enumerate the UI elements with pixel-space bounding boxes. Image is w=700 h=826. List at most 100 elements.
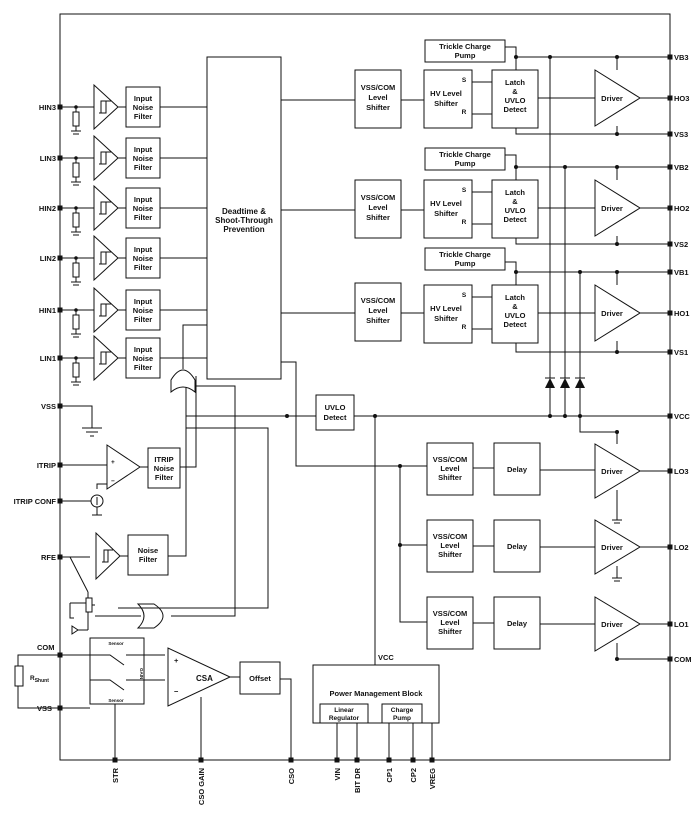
pull-down-resistor	[72, 314, 80, 330]
pin-label-vcc: VCC	[674, 412, 690, 421]
input-filter-label: Input	[134, 245, 153, 254]
driver-ho2	[594, 179, 641, 237]
pin-marker	[57, 205, 63, 211]
driver-lo1-label: Driver	[601, 620, 623, 629]
offset-label: Offset	[249, 674, 271, 683]
itrip-comparator	[106, 444, 141, 490]
sensor-top: Sensor	[108, 641, 124, 646]
driver-lo2	[594, 519, 641, 575]
pin-marker	[57, 403, 63, 409]
rfe-noise-filter	[127, 534, 169, 576]
ls-hs1-l3: Shifter	[366, 316, 390, 325]
lsl1-l2: Level	[440, 618, 459, 627]
uvlo-l2: Detect	[324, 413, 347, 422]
input-filter-label: Filter	[134, 112, 152, 121]
pin-label-ho2: HO2	[674, 204, 689, 213]
input-filter-label: Filter	[134, 263, 152, 272]
pin-label-hin2: HIN2	[39, 204, 56, 213]
rfe-transistor	[85, 597, 93, 613]
pin-marker	[667, 241, 673, 247]
itrip-f-l3: Filter	[155, 473, 173, 482]
pin-marker	[667, 621, 673, 627]
driver-lo1	[594, 596, 641, 652]
nf-l1: Noise	[138, 546, 158, 555]
hv2-r: R	[462, 219, 467, 226]
latch3-l2: &	[512, 87, 518, 96]
input-filter-label: Noise	[133, 354, 153, 363]
hv3-s: S	[462, 77, 467, 84]
pin-marker	[57, 705, 63, 711]
pin-marker	[288, 757, 294, 763]
csa-amplifier	[167, 647, 232, 707]
delay-lo2	[493, 519, 541, 573]
pin-marker	[410, 757, 416, 763]
pin-marker	[667, 164, 673, 170]
sense-switch-block	[89, 637, 145, 705]
latch2-l2: &	[512, 197, 518, 206]
input-filter-label: Noise	[133, 154, 153, 163]
gain-label: GAIN	[139, 668, 144, 679]
input-filter-label: Noise	[133, 103, 153, 112]
right-pins: VB3HO3VS3VB2HO2VS2VB1HO1VS1VCCLO3LO2LO1C…	[667, 53, 692, 664]
hv1-s: S	[462, 292, 467, 299]
latch2-l1: Latch	[505, 188, 525, 197]
tp2-l2: Pump	[455, 159, 476, 168]
tp1-l2: Pump	[455, 259, 476, 268]
protection-section: + − ITRIP Noise Filter Noise Filter	[60, 376, 269, 635]
high-side-channel-1: VSS/COM Level Shifter HV Level Shifter S…	[281, 247, 670, 354]
pin-marker	[354, 757, 360, 763]
low-side-channels: VSS/COM Level Shifter Delay Driver VSS/C…	[281, 361, 670, 661]
pin-label-vs3: VS3	[674, 130, 688, 139]
pin-label-str: STR	[111, 767, 120, 783]
pin-marker	[667, 131, 673, 137]
ls-hs3-l2: Level	[368, 93, 387, 102]
high-side-channel-3: VSS/COM Level Shifter HV Level Shifter S…	[281, 39, 670, 136]
itrip-noise-filter	[147, 447, 181, 489]
csa-minus: −	[174, 687, 179, 696]
lsl2-l3: Shifter	[438, 550, 462, 559]
hv1-r: R	[462, 324, 467, 331]
input-filter-label: Filter	[134, 163, 152, 172]
ls-hs3-l1: VSS/COM	[361, 83, 396, 92]
latch1-l2: &	[512, 302, 518, 311]
deadtime-block	[206, 56, 282, 380]
pull-down-resistor	[72, 162, 80, 178]
level-shifter-hs3	[354, 69, 402, 129]
delay-lo2-label: Delay	[507, 542, 528, 551]
pull-down-resistor	[72, 262, 80, 278]
csa-label: CSA	[196, 674, 213, 683]
pin-marker	[112, 757, 118, 763]
driver-lo3	[594, 443, 641, 499]
hv-level-shifter-2	[423, 179, 473, 239]
pin-marker	[667, 205, 673, 211]
latch1-l3: UVLO	[505, 311, 526, 320]
trickle-pump-3	[424, 39, 506, 63]
pin-marker	[57, 255, 63, 261]
input-filter-label: Filter	[134, 213, 152, 222]
hv3-l2: Shifter	[434, 99, 458, 108]
pin-label-cp1: CP1	[385, 768, 394, 783]
pin-label-cso_gain: CSO GAIN	[197, 768, 206, 805]
pin-marker	[667, 656, 673, 662]
or-gate-fault	[170, 369, 196, 394]
or-gate-rfe	[136, 603, 164, 629]
ls-hs1-l1: VSS/COM	[361, 296, 396, 305]
pin-marker	[667, 413, 673, 419]
hv2-l2: Shifter	[434, 209, 458, 218]
deadtime-line-1: Deadtime &	[222, 207, 266, 216]
input-noise-filter	[125, 187, 161, 229]
input-filter-label: Input	[134, 297, 153, 306]
pin-marker	[57, 104, 63, 110]
lsl2-l2: Level	[440, 541, 459, 550]
high-side-channel-2: VSS/COM Level Shifter HV Level Shifter S…	[281, 147, 670, 246]
pin-label-com: COM	[37, 643, 55, 652]
pin-label-hin1: HIN1	[39, 306, 56, 315]
pin-marker	[57, 462, 63, 468]
lsl1-l3: Shifter	[438, 627, 462, 636]
pin-label-cp2: CP2	[409, 768, 418, 783]
pin-marker	[334, 757, 340, 763]
